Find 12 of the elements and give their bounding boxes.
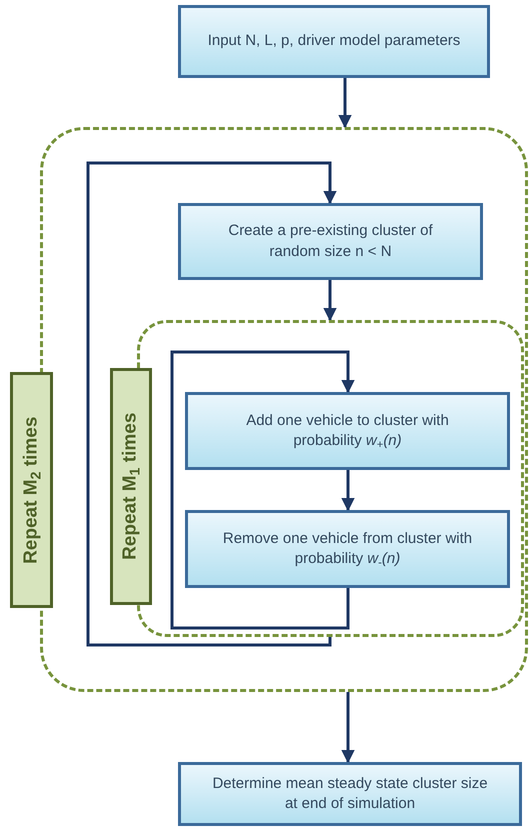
arrow — [341, 470, 355, 512]
process-box: Input N, L, p, driver model parameters — [178, 5, 490, 78]
process-box: Create a pre-existing cluster of random size n < N — [178, 203, 483, 280]
arrow — [323, 280, 337, 322]
process-box: Determine mean steady state cluster size at end of simulation — [178, 762, 522, 826]
loop-region — [40, 127, 528, 692]
process-box: Add one vehicle to cluster with probability w$_{+}$(n) — [185, 392, 510, 470]
process-box: Remove one vehicle from cluster with probability w$_{-}$(n) — [185, 510, 510, 588]
arrow — [338, 78, 352, 128]
arrow — [170, 350, 355, 630]
arrow — [341, 692, 355, 764]
arrow — [86, 162, 337, 646]
